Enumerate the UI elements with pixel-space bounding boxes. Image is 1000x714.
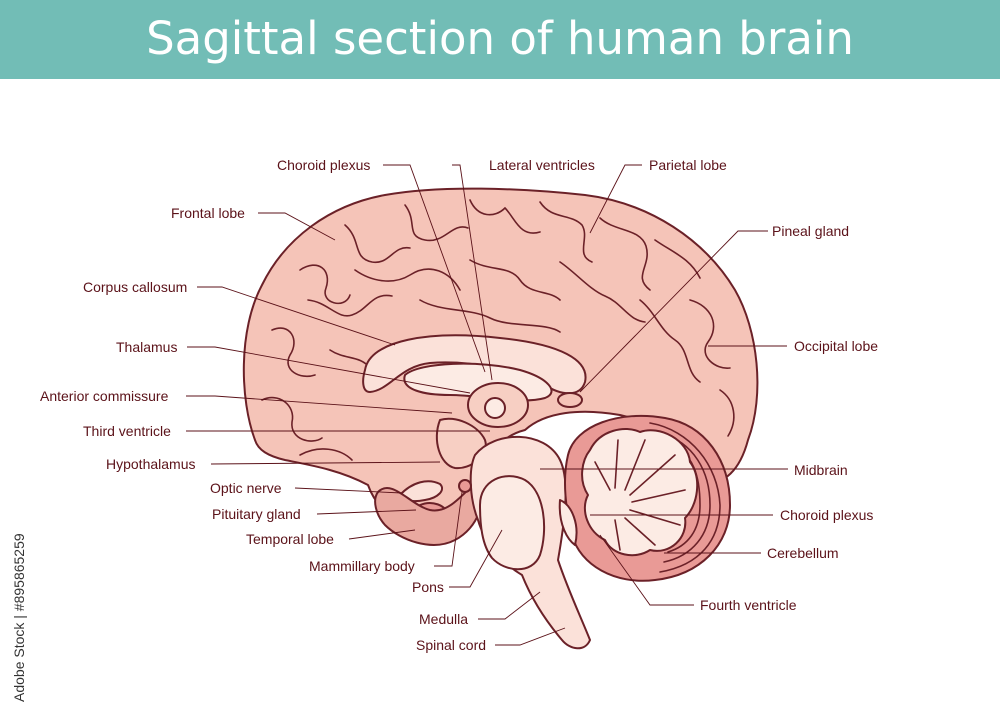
label-optic-nerve: Optic nerve [210, 480, 282, 496]
label-temporal-lobe: Temporal lobe [246, 531, 334, 547]
label-choroid-plexus-bottom: Choroid plexus [780, 507, 873, 523]
pons [479, 475, 546, 571]
arbor-vitae-branches [594, 439, 686, 551]
title-banner [0, 0, 1000, 79]
leader-lines [186, 164, 788, 646]
label-fourth-ventricle: Fourth ventricle [700, 597, 797, 613]
label-medulla: Medulla [419, 611, 468, 627]
label-hypothalamus: Hypothalamus [106, 456, 196, 472]
label-cerebellum: Cerebellum [767, 545, 839, 561]
label-choroid-plexus-top: Choroid plexus [277, 157, 370, 173]
cerebral-gyri [261, 199, 735, 461]
label-pons: Pons [412, 579, 444, 595]
label-thalamus: Thalamus [116, 339, 177, 355]
label-frontal-lobe: Frontal lobe [171, 205, 245, 221]
mammillary-body [458, 479, 472, 493]
label-mammillary-body: Mammillary body [309, 558, 415, 574]
interthalamic-adhesion [484, 397, 506, 419]
stock-watermark: Adobe Stock | #895865259 [8, 472, 32, 704]
fourth-ventricle [558, 499, 578, 546]
label-midbrain: Midbrain [794, 462, 848, 478]
label-parietal-lobe: Parietal lobe [649, 157, 727, 173]
pineal-gland [557, 392, 583, 408]
label-occipital-lobe: Occipital lobe [794, 338, 878, 354]
label-spinal-cord: Spinal cord [416, 637, 486, 653]
label-lateral-ventricles: Lateral ventricles [489, 157, 595, 173]
arbor-vitae [581, 428, 699, 557]
label-third-ventricle: Third ventricle [83, 423, 171, 439]
page-title: Sagittal section of human brain [146, 12, 854, 65]
stock-id-text: Adobe Stock | #895865259 [11, 533, 27, 702]
label-anterior-commissure: Anterior commissure [40, 388, 169, 404]
label-pineal-gland: Pineal gland [772, 223, 849, 239]
label-pituitary-gland: Pituitary gland [212, 506, 301, 522]
label-corpus-callosum: Corpus callosum [83, 279, 187, 295]
